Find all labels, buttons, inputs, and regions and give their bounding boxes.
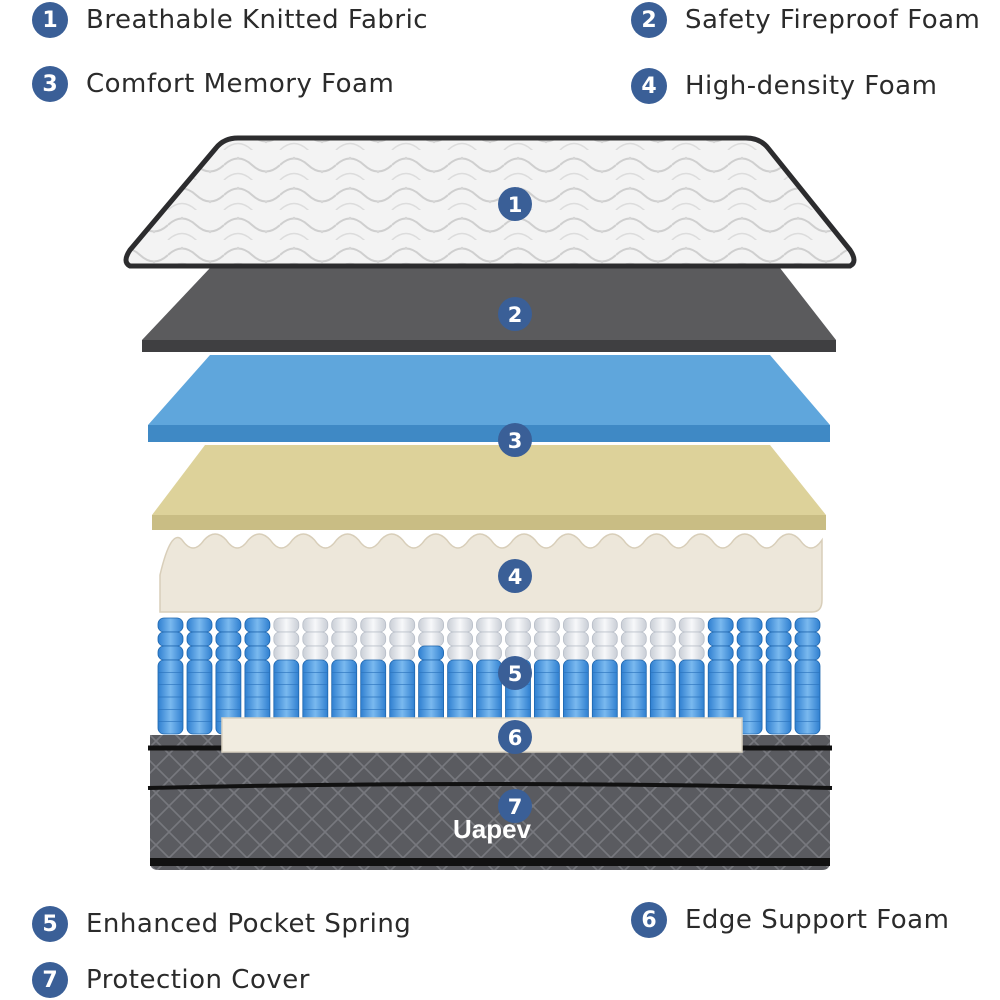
svg-text:6: 6: [508, 726, 523, 750]
layer-high-density-foam: [159, 533, 823, 613]
number-badge: 4: [631, 68, 667, 104]
number-badge: 6: [631, 902, 667, 938]
legend-item-5: 5 Enhanced Pocket Spring: [32, 906, 411, 942]
layer-badge-5: 5: [498, 656, 532, 690]
number-badge: 5: [32, 906, 68, 942]
legend-label: Safety Fireproof Foam: [685, 5, 981, 35]
legend-label: Enhanced Pocket Spring: [86, 909, 412, 939]
legend-label: Comfort Memory Foam: [86, 69, 395, 99]
legend-item-4: 4 High-density Foam: [631, 68, 937, 104]
legend-label: High-density Foam: [685, 71, 938, 101]
legend-item-6: 6 Edge Support Foam: [631, 902, 949, 938]
layer-badge-4: 4: [498, 559, 532, 593]
layer-knitted-fabric: [123, 135, 857, 269]
layer-pocket-springs: [157, 617, 821, 735]
layer-badge-6: 6: [498, 720, 532, 754]
legend-item-1: 1 Breathable Knitted Fabric: [32, 2, 428, 38]
legend-label: Breathable Knitted Fabric: [86, 5, 429, 35]
layer-badge-3: 3: [498, 423, 532, 457]
legend-item-2: 2 Safety Fireproof Foam: [631, 2, 980, 38]
number-badge: 2: [631, 2, 667, 38]
layer-edge-support-foam: [221, 717, 743, 753]
legend-item-3: 3 Comfort Memory Foam: [32, 66, 394, 102]
layer-badge-2: 2: [498, 297, 532, 331]
layer-memory-foam: [148, 355, 830, 442]
layer-badge-1: 1: [498, 187, 532, 221]
layer-fireproof-foam: [142, 268, 836, 352]
svg-text:5: 5: [508, 662, 523, 686]
legend-label: Edge Support Foam: [685, 905, 950, 935]
svg-text:7: 7: [508, 795, 523, 819]
legend-item-7: 7 Protection Cover: [32, 962, 310, 998]
layer-yellow-foam: [152, 445, 826, 530]
number-badge: 1: [32, 2, 68, 38]
svg-text:3: 3: [508, 429, 523, 453]
svg-text:2: 2: [508, 303, 523, 327]
number-badge: 3: [32, 66, 68, 102]
legend-label: Protection Cover: [86, 965, 310, 995]
svg-text:1: 1: [508, 193, 523, 217]
layer-protection-cover: Uapev: [147, 735, 833, 870]
number-badge: 7: [32, 962, 68, 998]
svg-text:4: 4: [508, 565, 523, 589]
layer-badge-7: 7: [498, 789, 532, 823]
